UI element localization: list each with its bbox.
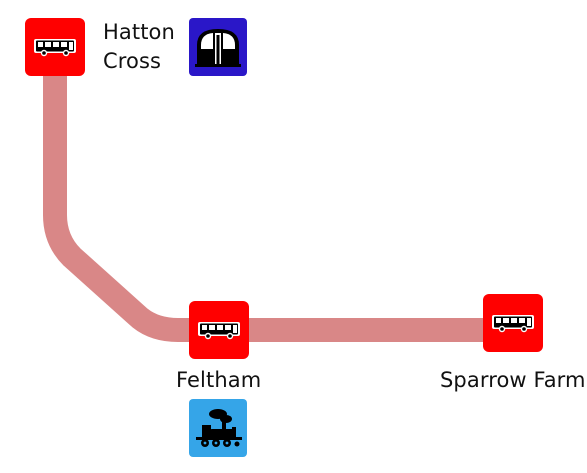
stop-feltham[interactable]	[189, 301, 249, 359]
stop-sparrow-farm[interactable]	[483, 294, 543, 352]
stop-label-line1: Hatton	[103, 20, 175, 44]
stop-label-line2: Cross	[103, 49, 162, 73]
stop-label-feltham: Feltham	[176, 368, 262, 392]
stop-hatton-cross[interactable]	[25, 18, 85, 76]
interchange-underground[interactable]	[189, 18, 247, 76]
stop-label-sparrow-farm: Sparrow Farm	[440, 368, 586, 392]
underground-train-icon	[195, 29, 241, 67]
bus-icon	[492, 315, 534, 333]
bus-icon	[34, 39, 76, 57]
interchange-rail[interactable]	[189, 399, 247, 457]
stop-label-hatton-cross: Hatton Cross	[103, 18, 175, 76]
steam-train-icon	[196, 409, 242, 447]
route-path	[43, 48, 527, 342]
bus-icon	[198, 322, 240, 340]
